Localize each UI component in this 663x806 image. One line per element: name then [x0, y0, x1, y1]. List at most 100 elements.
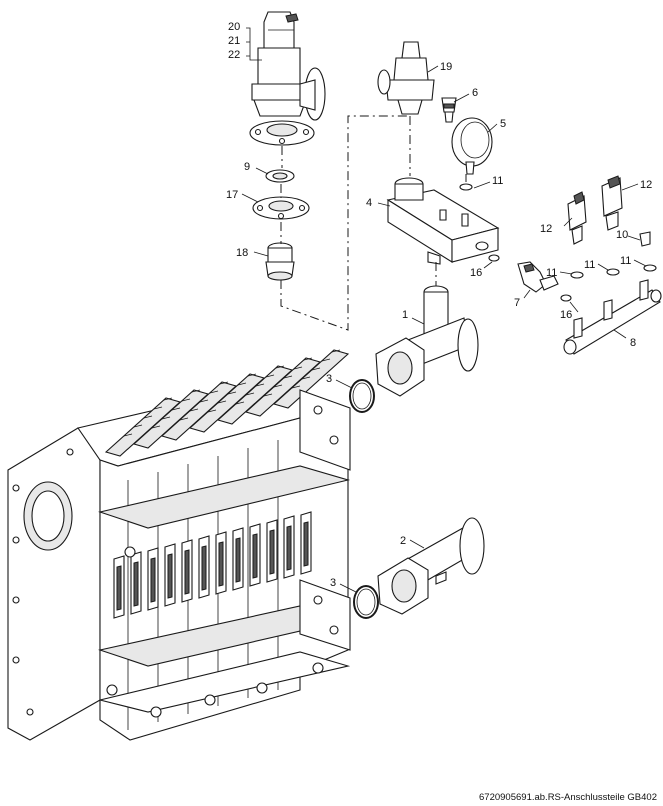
slot-insert	[201, 545, 207, 591]
fin-rib	[303, 357, 313, 361]
fin-rib	[191, 389, 201, 393]
switch-12	[567, 191, 587, 245]
label-9: 9	[244, 161, 250, 173]
slot-insert	[252, 533, 258, 579]
washer-11	[606, 268, 620, 276]
label-12: 12	[540, 223, 552, 235]
flange-17	[252, 196, 310, 220]
label-2: 2	[400, 535, 406, 547]
label-4: 4	[366, 197, 372, 209]
label-7: 7	[514, 297, 520, 309]
gasket-9	[265, 169, 295, 183]
fin-rib	[283, 375, 293, 379]
fin-rib	[291, 385, 301, 389]
slot-insert	[303, 521, 309, 567]
o-ring-3	[349, 379, 375, 413]
label-3: 3	[326, 373, 332, 385]
o-ring-3	[353, 585, 379, 619]
label-19: 19	[440, 61, 452, 73]
flow-pipe-1	[375, 285, 479, 397]
safety-valve-assembly	[249, 11, 326, 146]
fin-rib	[151, 425, 161, 429]
switch-12	[601, 175, 623, 231]
label-6: 6	[472, 87, 478, 99]
fin-rib	[237, 382, 247, 386]
fin-rib	[255, 383, 265, 387]
slot-insert	[133, 561, 139, 607]
label-11: 11	[620, 255, 631, 267]
slot-insert	[116, 565, 122, 611]
nipple-18	[265, 242, 295, 281]
slot-insert	[218, 541, 224, 587]
washer-11	[643, 264, 657, 272]
fin-rib	[143, 415, 153, 419]
fin-rib	[263, 393, 273, 397]
label-11: 11	[492, 175, 503, 187]
label-20: 20	[228, 21, 240, 33]
slot-insert	[167, 553, 173, 599]
fin-rib	[161, 416, 171, 420]
fin-rib	[179, 417, 189, 421]
fin-rib	[273, 384, 283, 388]
fin-rib	[171, 407, 181, 411]
fin-rib	[123, 433, 133, 437]
fin-rib	[153, 406, 163, 410]
label-10: 10	[616, 229, 628, 241]
callout-leaders	[241, 27, 647, 593]
return-pipe-2	[377, 517, 485, 615]
label-1: 1	[402, 309, 408, 321]
label-11: 11	[584, 259, 595, 271]
fin-rib	[301, 376, 311, 380]
assembly-center-lines	[280, 115, 467, 331]
fin-rib	[321, 358, 331, 362]
fin-rib	[293, 366, 303, 370]
valve-19	[377, 41, 435, 115]
label-16: 16	[560, 309, 572, 321]
label-17: 17	[226, 189, 238, 201]
label-8: 8	[630, 337, 636, 349]
pressure-gauge-5	[451, 117, 493, 175]
tee-fitting-7	[517, 261, 559, 293]
gasket-16	[560, 294, 572, 302]
fin-rib	[245, 392, 255, 396]
manifold-4	[386, 177, 500, 265]
label-18: 18	[236, 247, 248, 259]
label-3: 3	[330, 577, 336, 589]
section-fin	[272, 349, 350, 409]
reference-number: 6720905691.ab.RS-Anschlussteile GB402	[479, 792, 657, 803]
fin-rib	[189, 408, 199, 412]
fin-rib	[199, 399, 209, 403]
plug-10	[639, 231, 651, 247]
slot-insert	[269, 529, 275, 575]
gasket-16	[488, 254, 500, 262]
fin-rib	[181, 398, 191, 402]
washer-11	[459, 183, 473, 191]
fin-rib	[207, 409, 217, 413]
fin-rib	[133, 424, 143, 428]
fin-rib	[217, 400, 227, 404]
label-16: 16	[470, 267, 482, 279]
fin-rib	[275, 365, 285, 369]
fin-rib	[311, 367, 321, 371]
label-21: 21	[228, 35, 240, 47]
label-12: 12	[640, 179, 652, 191]
manifold-pipe-8	[563, 279, 662, 355]
fin-rib	[219, 381, 229, 385]
fin-rib	[209, 390, 219, 394]
bleed-valve-6	[441, 97, 457, 123]
label-5: 5	[500, 118, 506, 130]
washer-11	[570, 271, 584, 279]
label-22: 22	[228, 49, 240, 61]
slot-insert	[286, 525, 292, 571]
slot-insert	[150, 557, 156, 603]
boiler-block	[7, 349, 351, 741]
slot-insert	[184, 549, 190, 595]
fin-rib	[235, 401, 245, 405]
fin-rib	[265, 374, 275, 378]
slot-insert	[235, 537, 241, 583]
label-11: 11	[546, 267, 557, 279]
fin-rib	[163, 397, 173, 401]
fin-rib	[227, 391, 237, 395]
fin-rib	[331, 349, 341, 353]
